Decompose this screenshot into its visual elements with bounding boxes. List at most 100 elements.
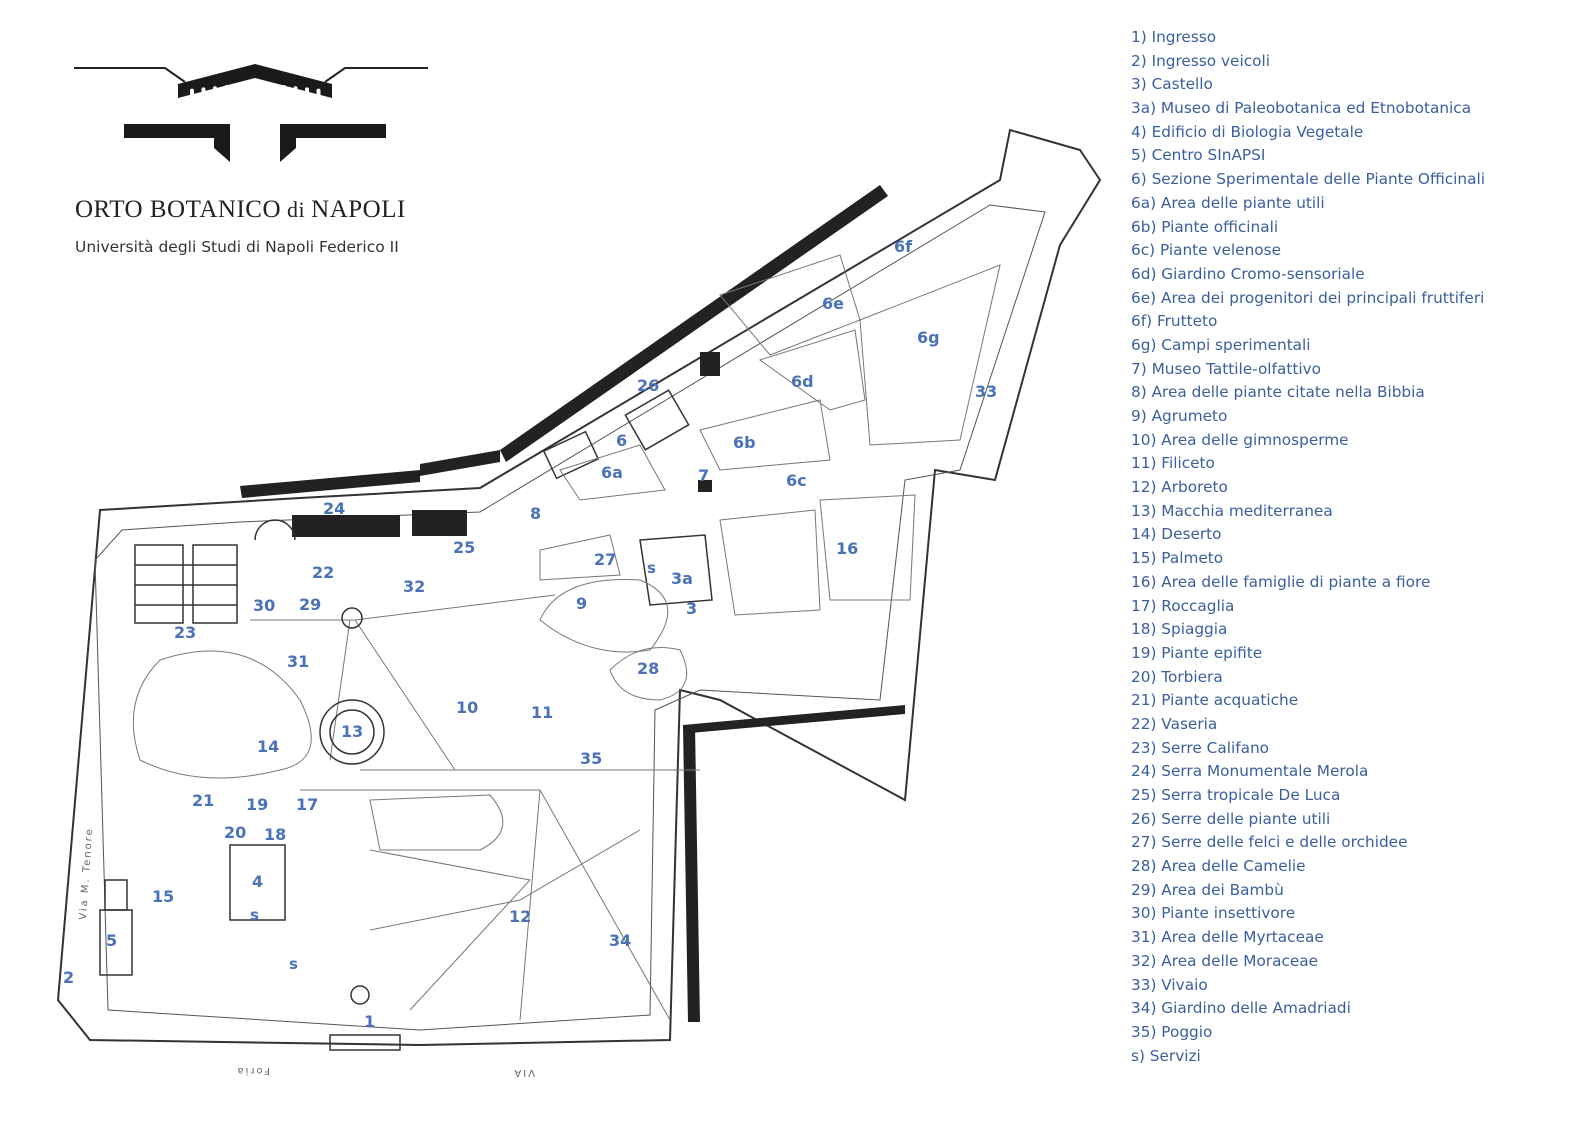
title-di: di — [281, 197, 312, 222]
area-label-6c: 6c — [786, 471, 807, 490]
area-label-4: 4 — [252, 872, 263, 891]
legend-item: 6g) Campi sperimentali — [1131, 335, 1311, 354]
garden-map: Via M. Tenore VIA Foria 1233a4566a6b6c6d… — [56, 128, 1102, 1078]
area-label-s: s — [289, 955, 298, 973]
area-label-s: s — [250, 906, 259, 924]
area-label-6d: 6d — [791, 372, 814, 391]
legend-item: 17) Roccaglia — [1131, 596, 1235, 615]
legend-item: 6d) Giardino Cromo-sensoriale — [1131, 264, 1365, 283]
street-left: Via M. Tenore — [78, 827, 95, 920]
area-label-22: 22 — [312, 563, 334, 582]
legend-item: 28) Area delle Camelie — [1131, 857, 1306, 876]
logo-emblem — [74, 64, 428, 162]
area-label-5: 5 — [106, 931, 117, 950]
legend-item: 4) Edificio di Biologia Vegetale — [1131, 122, 1364, 141]
area-label-24: 24 — [323, 499, 345, 518]
legend-item: 19) Piante epifite — [1131, 643, 1263, 662]
area-label-1: 1 — [364, 1012, 375, 1031]
legend-item: 13) Macchia mediterranea — [1131, 501, 1333, 520]
legend-item: 33) Vivaio — [1131, 975, 1208, 994]
paths — [132, 254, 1001, 1021]
area-label-13: 13 — [341, 722, 363, 741]
legend-item: 6c) Piante velenose — [1131, 241, 1282, 260]
boundary-walls — [240, 185, 905, 1022]
area-label-16: 16 — [836, 539, 858, 558]
area-label-7: 7 — [698, 466, 709, 485]
legend-item: 24) Serra Monumentale Merola — [1131, 762, 1369, 781]
area-label-15: 15 — [152, 887, 174, 906]
area-label-20: 20 — [224, 823, 246, 842]
map-outline — [56, 128, 1102, 1047]
legend-item: 8) Area delle piante citate nella Bibbia — [1131, 383, 1425, 402]
legend-item: 11) Filiceto — [1131, 454, 1215, 473]
greenhouse-blocks — [99, 389, 713, 976]
legend-item: 2) Ingresso veicoli — [1131, 51, 1270, 70]
area-label-19: 19 — [246, 795, 268, 814]
map-inner-outline — [94, 204, 1046, 1031]
legend-item: 12) Arboreto — [1131, 478, 1228, 497]
area-label-3: 3 — [686, 599, 697, 618]
area-label-9: 9 — [576, 594, 587, 613]
legend-item: 27) Serre delle felci e delle orchidee — [1131, 833, 1408, 852]
legend-item: 21) Piante acquatiche — [1131, 691, 1299, 710]
area-label-27: 27 — [594, 550, 616, 569]
area-label-23: 23 — [174, 623, 196, 642]
legend-item: 30) Piante insettivore — [1131, 904, 1296, 923]
legend-item: 23) Serre Califano — [1131, 738, 1270, 757]
area-label-6a: 6a — [601, 463, 623, 482]
area-label-12: 12 — [509, 907, 531, 926]
area-label-2: 2 — [63, 968, 74, 987]
area-label-35: 35 — [580, 749, 602, 768]
legend-item: 7) Museo Tattile-olfattivo — [1131, 359, 1321, 378]
circular-features — [254, 519, 401, 1051]
legend-item: 6) Sezione Sperimentale delle Piante Off… — [1131, 170, 1485, 189]
legend-item: 1) Ingresso — [1131, 28, 1217, 46]
area-label-18: 18 — [264, 825, 286, 844]
area-label-6: 6 — [616, 431, 627, 450]
legend-item: 34) Giardino delle Amadriadi — [1131, 999, 1351, 1018]
legend-item: 6a) Area delle piante utili — [1131, 193, 1325, 212]
area-label-14: 14 — [257, 737, 279, 756]
area-label-11: 11 — [531, 703, 553, 722]
legend-item: 9) Agrumeto — [1131, 407, 1228, 425]
area-label-6b: 6b — [733, 433, 756, 452]
legend-item: 29) Area dei Bambù — [1131, 880, 1284, 899]
area-label-6f: 6f — [894, 237, 913, 256]
area-label-10: 10 — [456, 698, 478, 717]
area-label-32: 32 — [403, 577, 425, 596]
area-label-8: 8 — [530, 504, 541, 523]
area-label-6e: 6e — [822, 294, 844, 313]
legend-item: 5) Centro SInAPSI — [1131, 146, 1266, 165]
area-label-34: 34 — [609, 931, 631, 950]
area-label-6g: 6g — [917, 328, 940, 347]
legend-item: 14) Deserto — [1131, 525, 1222, 544]
title-city: NAPOLI — [311, 196, 406, 223]
legend-item: s) Servizi — [1131, 1046, 1201, 1065]
title-main: ORTO BOTANICO — [75, 196, 282, 223]
legend-item: 18) Spiaggia — [1131, 620, 1228, 639]
legend-item: 6e) Area dei progenitori dei principali … — [1131, 288, 1485, 307]
legend-item: 15) Palmeto — [1131, 549, 1224, 568]
area-label-29: 29 — [299, 595, 321, 614]
street-bottom: VIA — [512, 1067, 535, 1078]
legend-item: 35) Poggio — [1131, 1022, 1213, 1041]
street-bottom-2: Foria — [235, 1065, 270, 1076]
university-subtitle: Università degli Studi di Napoli Federic… — [75, 238, 399, 256]
legend-item: 32) Area delle Moraceae — [1131, 951, 1319, 970]
area-label-3a: 3a — [671, 569, 693, 588]
area-label-28: 28 — [637, 659, 659, 678]
garden-title: ORTO BOTANICO di NAPOLI — [75, 196, 406, 224]
area-label-s: s — [647, 559, 656, 577]
legend-item: 25) Serra tropicale De Luca — [1131, 786, 1341, 804]
area-label-17: 17 — [296, 795, 318, 814]
area-label-33: 33 — [975, 382, 997, 401]
legend-item: 10) Area delle gimnosperme — [1131, 430, 1349, 449]
legend-item: 6f) Frutteto — [1131, 312, 1218, 331]
legend-item: 3a) Museo di Paleobotanica ed Etnobotani… — [1131, 99, 1472, 118]
area-label-26: 26 — [637, 376, 659, 395]
area-label-30: 30 — [253, 596, 275, 615]
area-label-25: 25 — [453, 538, 475, 557]
area-label-31: 31 — [287, 652, 309, 671]
